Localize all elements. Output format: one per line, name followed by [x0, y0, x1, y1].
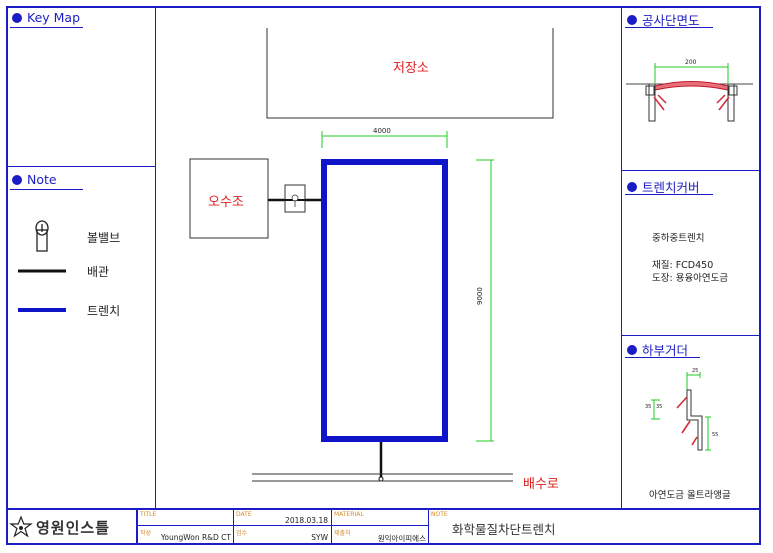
tb-mid-line: [137, 525, 428, 526]
frame-right-divider: [621, 6, 622, 509]
legend-label-pipe: 배관: [87, 265, 110, 279]
frame-left-divider: [155, 6, 156, 509]
cover-spec-type: 중하중트렌치: [652, 233, 705, 244]
keymap-title: Key Map: [27, 10, 81, 25]
frame-right: [759, 6, 761, 545]
tb-divider-3: [331, 509, 332, 544]
tb-author-label: 작성: [140, 530, 152, 537]
girder-dim-right: 55: [712, 432, 719, 438]
tank-label: 오수조: [208, 195, 244, 210]
bullet-icon: [12, 174, 22, 185]
girder-diagram: [651, 372, 711, 451]
girder-dim-inner: 35: [656, 404, 663, 410]
title-block-top: [6, 508, 761, 510]
girder-caption: 아연도금 올트라앵글: [649, 490, 731, 501]
height-dimension-label: 9000: [476, 287, 484, 305]
tb-supplier-value: 원익아이피에스: [377, 534, 426, 543]
section-title: 공사단면도: [642, 13, 700, 28]
cover-title: 트렌치커버: [642, 180, 700, 195]
section-underline: [625, 27, 713, 28]
tb-checker-value: SYW: [311, 533, 328, 542]
storage-outline: [266, 28, 554, 119]
ball-valve-icon: [284, 184, 306, 213]
width-dimension-label: 4000: [373, 127, 391, 135]
tb-date-label: DATE: [236, 511, 252, 518]
storage-label: 저장소: [393, 61, 429, 76]
keymap-header: Key Map: [12, 10, 80, 25]
cover-underline: [625, 194, 713, 195]
section-header: 공사단면도: [627, 10, 700, 29]
drain-label: 배수로: [523, 477, 559, 492]
girder-title: 하부거더: [642, 343, 689, 358]
tb-divider-4: [428, 509, 429, 544]
girder-dim-top: 25: [692, 368, 699, 374]
tb-note-label: NOTE: [431, 511, 448, 518]
tb-supplier-label: 제출처: [334, 530, 351, 537]
tb-note-value: 화학물질차단트렌치: [452, 522, 556, 537]
girder-header: 하부거더: [627, 340, 688, 359]
frame-left: [6, 6, 8, 545]
tb-author-value: YoungWon R&D CT: [160, 533, 231, 542]
cross-section-diagram: [626, 63, 753, 122]
outlet-point: [378, 476, 384, 482]
trench: [321, 159, 448, 442]
keymap-underline: [10, 27, 83, 28]
bullet-icon: [627, 181, 637, 192]
star-logo-icon: [9, 515, 33, 538]
width-dimension: [321, 131, 448, 148]
girder-dim-left: 35: [645, 404, 652, 410]
section-dimension-label: 200: [685, 59, 697, 66]
site-plan-drawing: [189, 28, 554, 482]
bullet-icon: [627, 344, 637, 355]
legend-label-trench: 트렌치: [87, 304, 121, 318]
company-name: 영원인스틀: [36, 519, 111, 537]
tb-check-label: 검수: [236, 530, 248, 537]
height-dimension: [476, 159, 494, 442]
legend-label-valve: 볼밸브: [87, 231, 121, 245]
ball-valve-icon: [35, 220, 49, 252]
cover-spec-coating: 도장: 용융아연도금: [652, 273, 729, 284]
cover-header: 트렌치커버: [627, 177, 700, 196]
note-legend: [18, 220, 66, 312]
sewage-tank: [189, 158, 269, 239]
note-underline: [10, 189, 83, 190]
right-panel-divider-1: [621, 170, 761, 171]
tb-title-label: TITLE: [140, 511, 157, 518]
tb-material-label: MATERIAL: [334, 511, 364, 518]
note-title: Note: [27, 172, 57, 187]
tb-divider-1: [136, 509, 138, 544]
tb-date-value: 2018.03.18: [285, 516, 328, 525]
frame-bottom: [6, 543, 761, 545]
bullet-icon: [12, 12, 22, 23]
right-panel-divider-2: [621, 335, 761, 336]
frame-top: [6, 6, 761, 8]
girder-underline: [625, 357, 700, 358]
left-panel-divider: [6, 166, 156, 167]
cover-spec-material: 재질: FCD450: [652, 260, 714, 271]
bullet-icon: [627, 14, 637, 25]
tb-divider-2: [233, 509, 234, 544]
note-header: Note: [12, 172, 57, 187]
